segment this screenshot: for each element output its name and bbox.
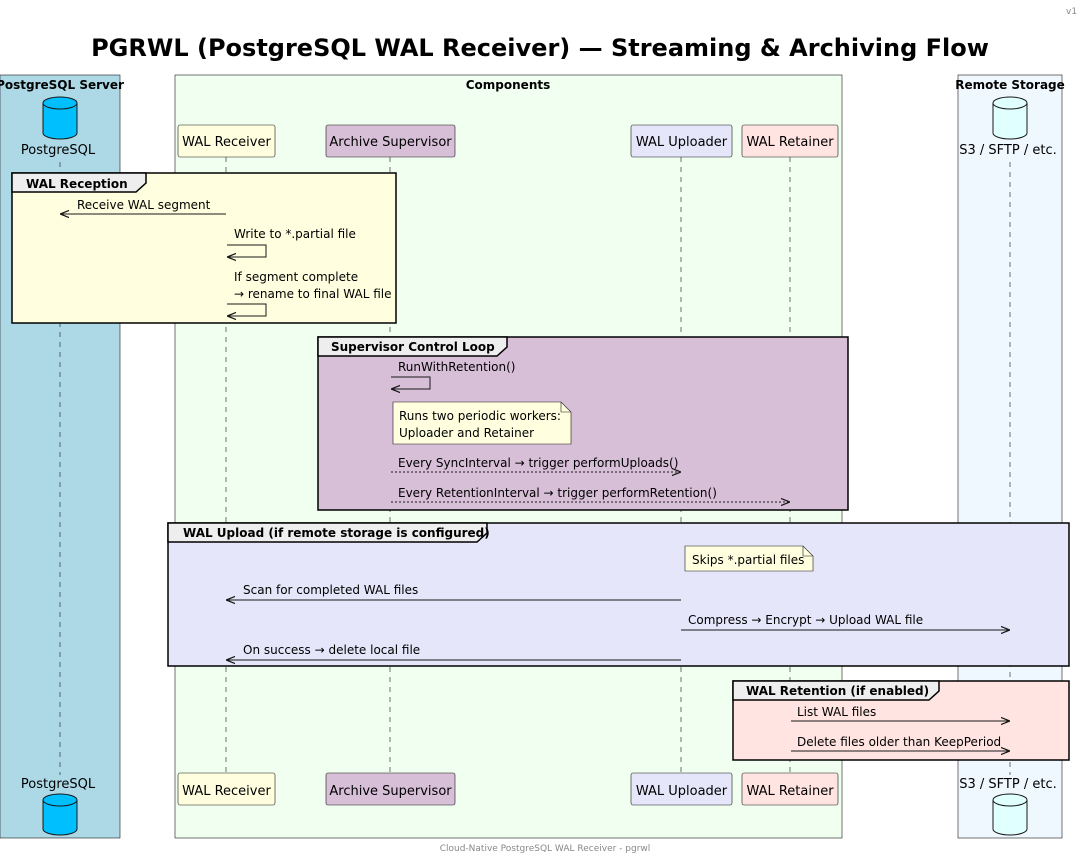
self-message-arrow — [227, 244, 267, 257]
participant-supervisor-top: Archive Supervisor — [325, 124, 456, 158]
message-label: Scan for completed WAL files — [243, 583, 418, 597]
participant-label: S3 / SFTP / etc. — [959, 777, 1056, 792]
note-text: Uploader and Retainer — [399, 426, 534, 440]
participant-label: Archive Supervisor — [329, 135, 452, 150]
group-title: WAL Upload (if remote storage is configu… — [183, 526, 490, 540]
note-skip-partial: Skips *.partial files — [684, 545, 814, 572]
participant-receiver-top: WAL Receiver — [177, 124, 276, 158]
note-periodic-workers: Runs two periodic workers: Uploader and … — [392, 401, 572, 445]
box-remote-storage-title: Remote Storage — [955, 78, 1065, 92]
participant-label: WAL Uploader — [636, 135, 728, 150]
note-text: Runs two periodic workers: — [399, 409, 561, 423]
message-label: If segment complete — [234, 270, 358, 284]
self-message-arrow — [227, 303, 267, 316]
message-label: Delete files older than KeepPeriod — [797, 735, 1001, 749]
participant-label: PostgreSQL — [21, 143, 96, 158]
group-title: WAL Reception — [26, 177, 128, 191]
database-icon — [42, 800, 78, 836]
diagram-footer: Cloud-Native PostgreSQL WAL Receiver - p… — [440, 844, 651, 854]
note-text: Skips *.partial files — [692, 553, 804, 567]
participant-postgres-top: PostgreSQL — [21, 96, 96, 158]
message-label: Every SyncInterval → trigger performUplo… — [398, 456, 678, 470]
participant-label: WAL Receiver — [182, 135, 271, 150]
message-label: Compress → Encrypt → Upload WAL file — [688, 613, 923, 627]
group-wal-upload: WAL Upload (if remote storage is configu… — [167, 522, 1070, 667]
database-icon-top — [992, 96, 1028, 110]
participant-remote-bottom: S3 / SFTP / etc. — [959, 777, 1057, 836]
participant-label: S3 / SFTP / etc. — [959, 143, 1056, 158]
database-icon-top — [992, 793, 1028, 807]
participant-receiver-bottom: WAL Receiver — [177, 772, 276, 806]
group-wal-retention: WAL Retention (if enabled) List WAL file… — [732, 680, 1070, 761]
message-label: RunWithRetention() — [398, 360, 515, 374]
message-label: List WAL files — [797, 705, 876, 719]
participant-supervisor-bottom: Archive Supervisor — [325, 772, 456, 806]
message-label: Receive WAL segment — [77, 198, 211, 212]
group-title: Supervisor Control Loop — [331, 340, 495, 354]
box-postgres-server-title: PostgreSQL Server — [0, 78, 124, 92]
box-components-title: Components — [466, 78, 551, 92]
group-supervisor-loop: Supervisor Control Loop RunWithRetention… — [317, 336, 849, 511]
participant-remote-top: S3 / SFTP / etc. — [959, 96, 1057, 158]
participant-label: Archive Supervisor — [329, 784, 452, 799]
message-label: Write to *.partial file — [234, 227, 356, 241]
participant-label: PostgreSQL — [21, 777, 96, 792]
database-icon-top — [42, 96, 78, 110]
participant-label: WAL Receiver — [182, 784, 271, 799]
participant-label: WAL Retainer — [746, 784, 834, 799]
self-message-arrow — [391, 376, 431, 389]
database-icon — [992, 800, 1028, 836]
participant-postgres-bottom: PostgreSQL — [21, 777, 96, 836]
diagram-title: PGRWL (PostgreSQL WAL Receiver) — Stream… — [91, 34, 989, 62]
group-title: WAL Retention (if enabled) — [746, 684, 929, 698]
participant-uploader-bottom: WAL Uploader — [630, 772, 733, 806]
participant-label: WAL Uploader — [636, 784, 728, 799]
message-label: On success → delete local file — [243, 643, 420, 657]
participant-retainer-top: WAL Retainer — [741, 124, 839, 158]
participant-retainer-bottom: WAL Retainer — [741, 772, 839, 806]
message-label: Every RetentionInterval → trigger perfor… — [398, 486, 717, 500]
message-label: → rename to final WAL file — [234, 287, 392, 301]
database-icon — [42, 103, 78, 140]
group-wal-reception: WAL Reception Receive WAL segment Write … — [11, 172, 397, 324]
database-icon-top — [42, 793, 78, 807]
participant-uploader-top: WAL Uploader — [630, 124, 733, 158]
participant-label: WAL Retainer — [746, 135, 834, 150]
database-icon — [992, 103, 1028, 140]
version-label: v1 — [1066, 7, 1077, 17]
